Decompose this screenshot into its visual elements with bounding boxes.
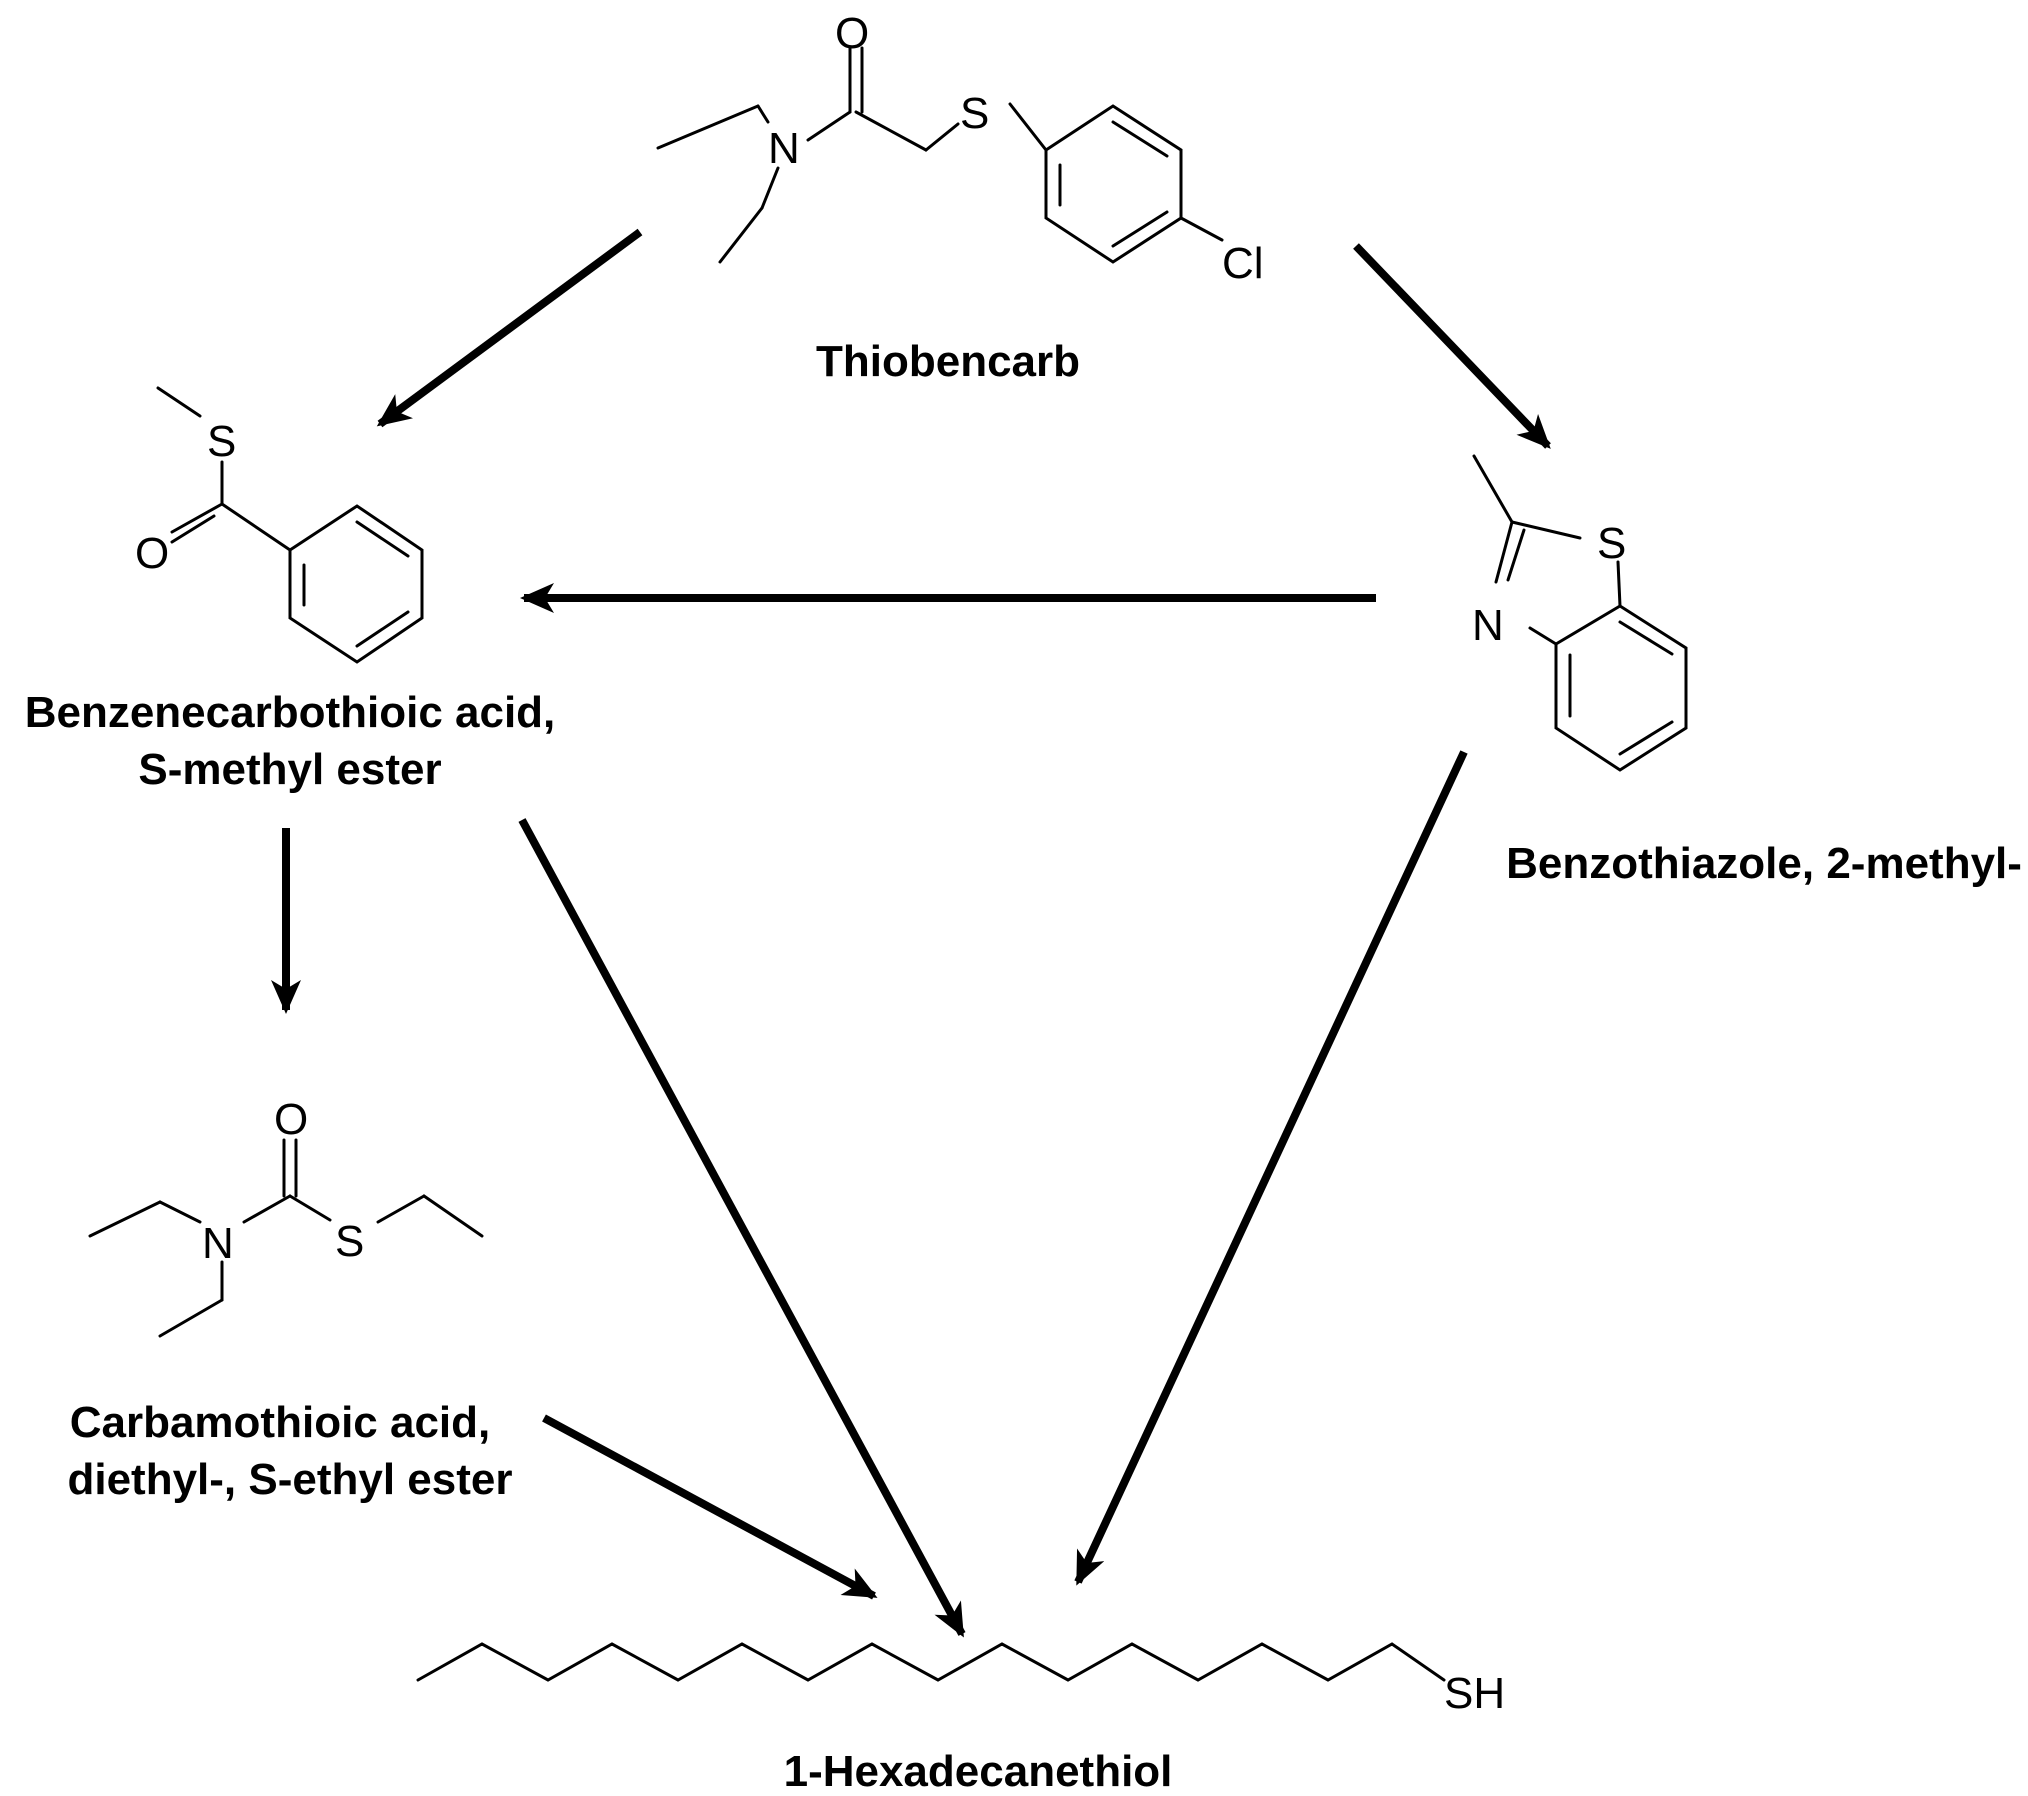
benzenecarbothioic-structure: S O [135, 386, 424, 664]
thiobencarb-chlorine-label: Cl [1222, 239, 1264, 288]
thiobencarb-structure: O N S Cl [656, 9, 1264, 288]
arrow-thiobencarb-to-benzenecarbothioic [376, 228, 643, 428]
arrow-carbamothioic-to-hexadecanethiol [542, 1414, 878, 1600]
arrow-benzothiazole-to-hexadecanethiol [1074, 750, 1468, 1586]
thiobencarb-name: Thiobencarb [816, 337, 1080, 386]
hexadecanethiol-thiol-label: SH [1444, 1669, 1505, 1718]
thiobencarb-nitrogen-label: N [768, 124, 800, 173]
benzenecarbothioic-oxygen-label: O [135, 529, 169, 578]
arrow-thiobencarb-to-benzothiazole [1353, 243, 1551, 449]
carbamothioic-structure: O N S [88, 1095, 484, 1338]
benzenecarbothioic-name-line1: Benzenecarbothioic acid, [25, 688, 556, 737]
carbamothioic-nitrogen-label: N [202, 1219, 234, 1268]
benzothiazole-sulfur-label: S [1597, 519, 1626, 568]
carbamothioic-sulfur-label: S [335, 1217, 364, 1266]
carbamothioic-name-line1: Carbamothioic acid, [70, 1398, 491, 1447]
reaction-arrows [271, 228, 1551, 1638]
hexadecanethiol-name: 1-Hexadecanethiol [784, 1747, 1173, 1796]
benzothiazole-nitrogen-label: N [1472, 601, 1504, 650]
thiobencarb-oxygen-label: O [835, 9, 869, 58]
carbamothioic-name-line2: diethyl-, S-ethyl ester [67, 1455, 512, 1504]
carbamothioic-oxygen-label: O [274, 1095, 308, 1144]
benzothiazole-structure: S N [1472, 454, 1688, 772]
benzothiazole-name: Benzothiazole, 2-methyl- [1506, 839, 2022, 888]
benzenecarbothioic-name-line2: S-methyl ester [138, 745, 441, 794]
thiobencarb-sulfur-label: S [960, 89, 989, 138]
arrow-benzenecarbothioic-to-hexadecanethiol [518, 818, 966, 1638]
hexadecanethiol-structure: SH [416, 1642, 1505, 1718]
benzenecarbothioic-sulfur-label: S [207, 417, 236, 466]
